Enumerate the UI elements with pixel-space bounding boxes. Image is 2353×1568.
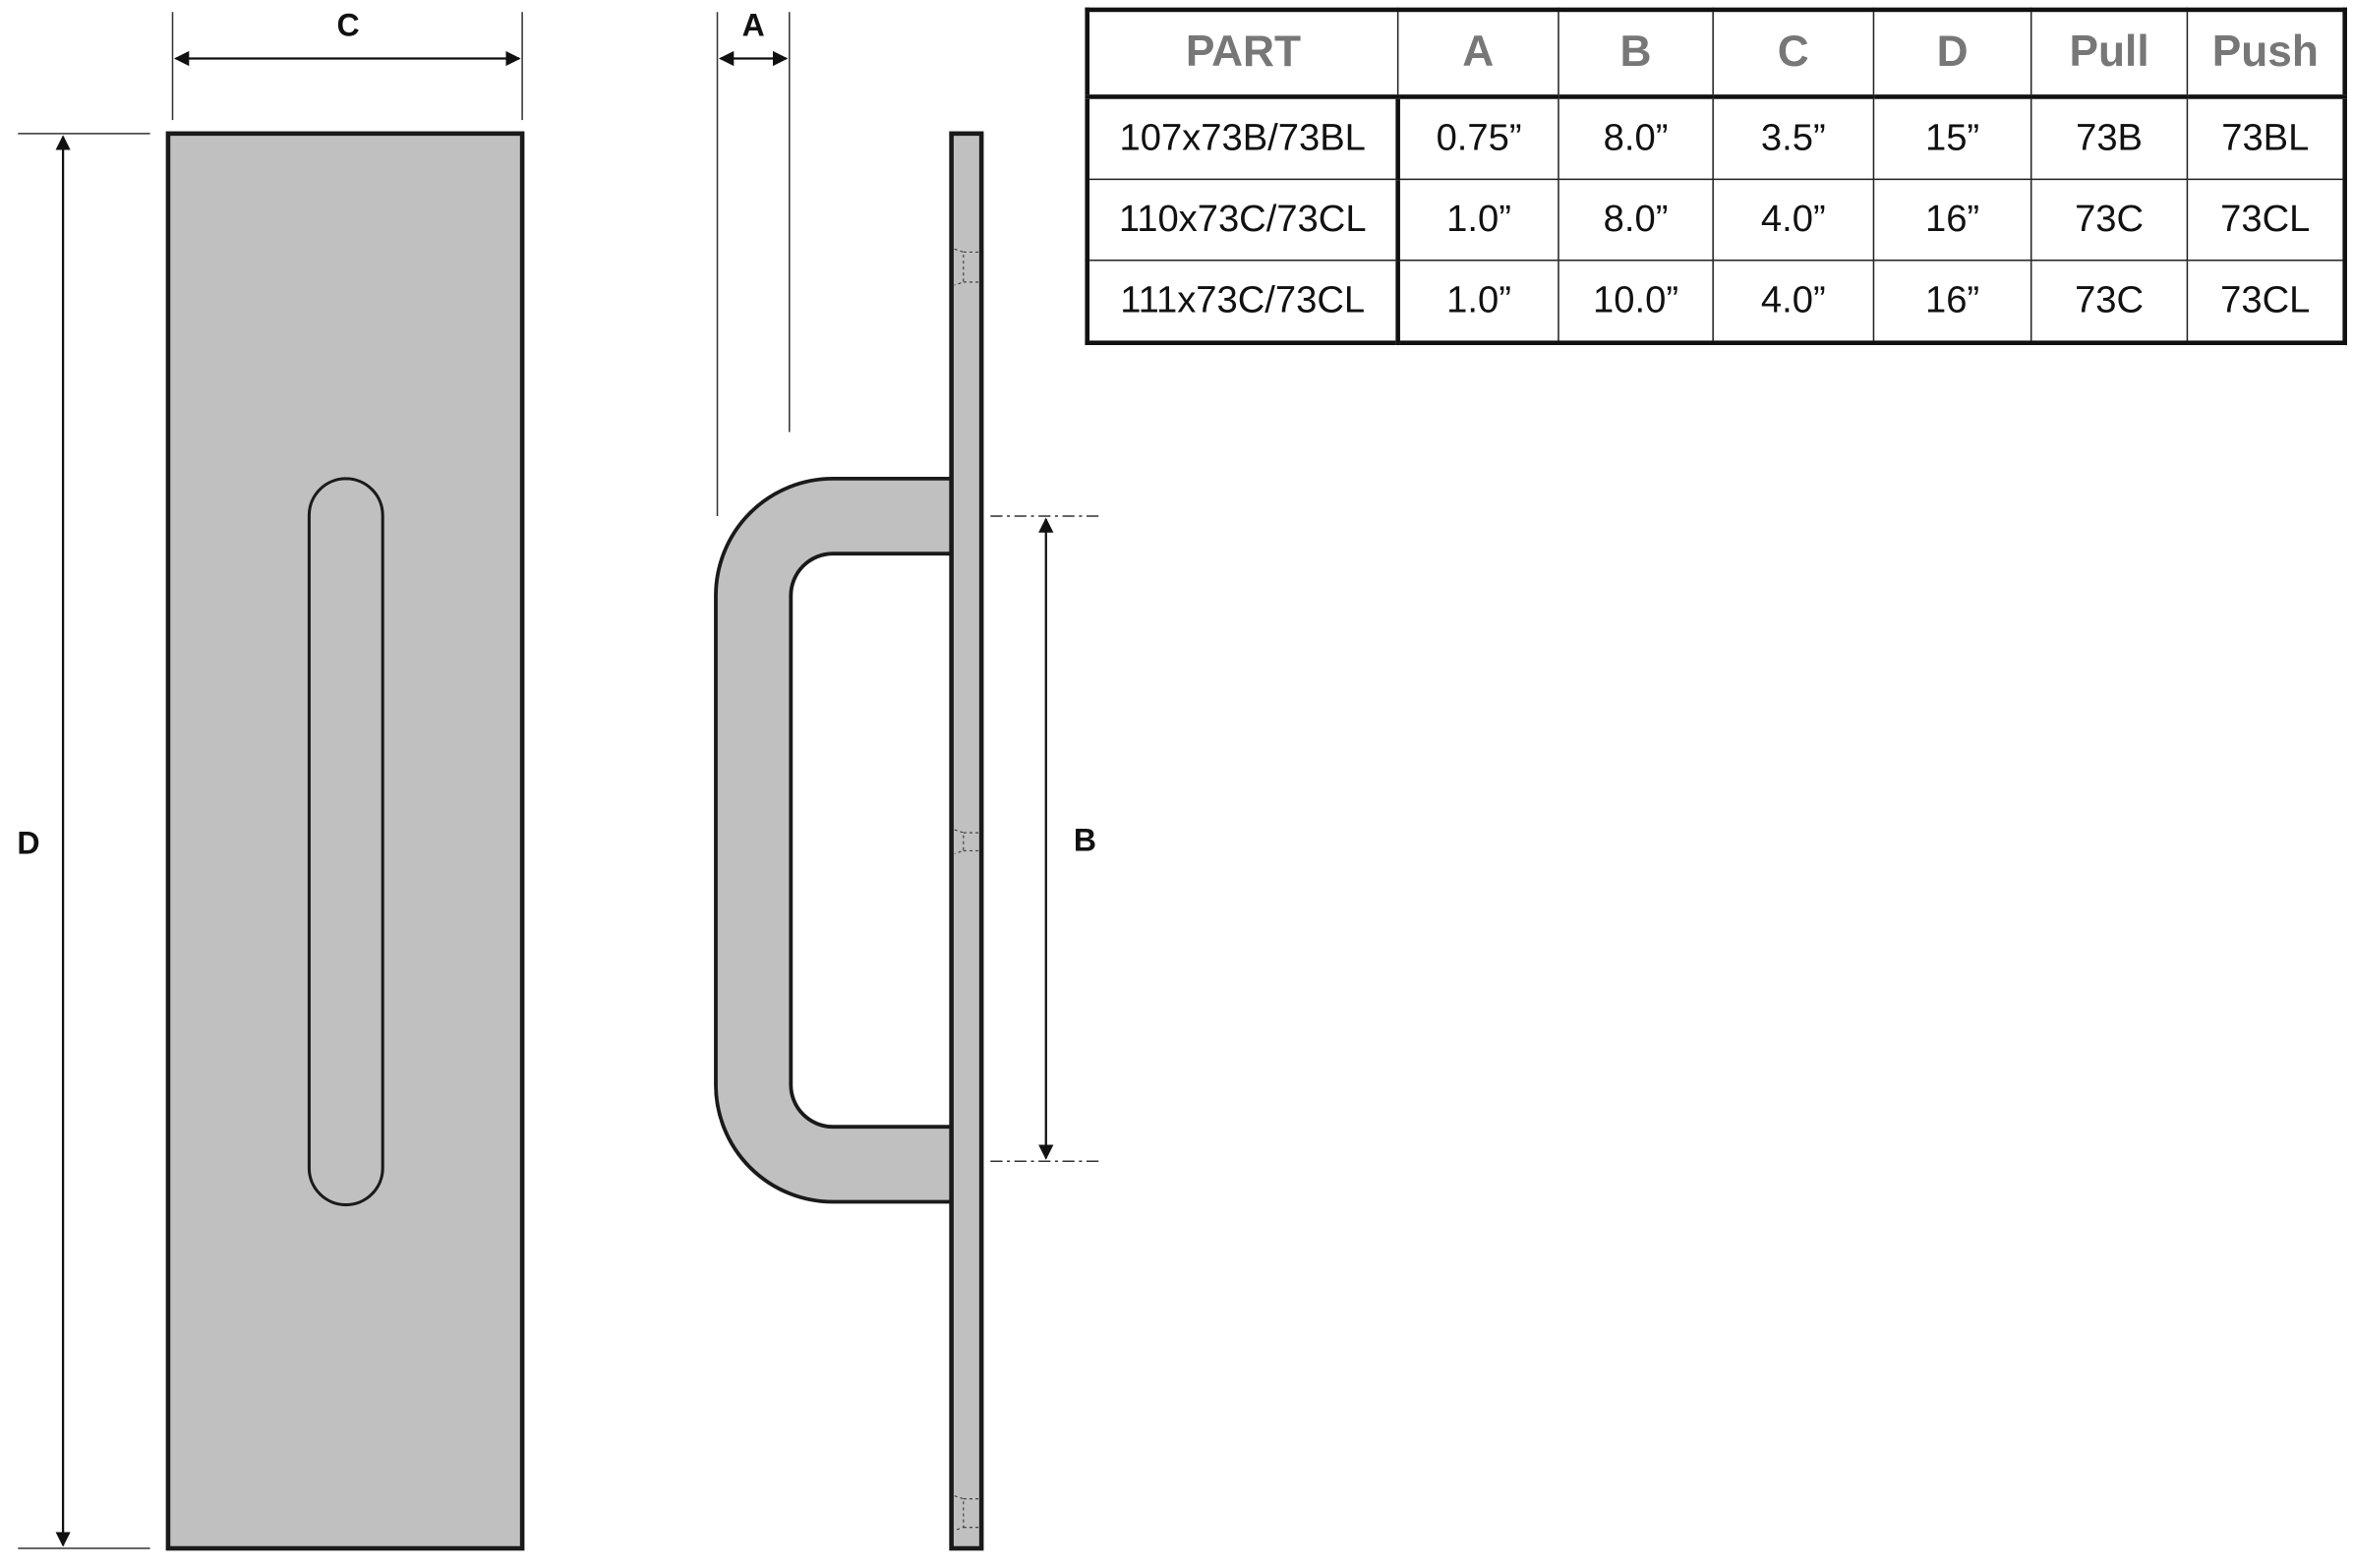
header-a: A [1396,9,1559,99]
screw-holes [954,248,980,1532]
header-b: B [1558,9,1714,99]
cell-part: 110x73C/73CL [1086,178,1400,261]
dimension-label-a: A [742,8,765,43]
cell-c: 4.0” [1712,260,1875,344]
cell-c: 4.0” [1712,178,1875,261]
cell-pull: 73B [2029,95,2189,181]
dimension-a: A [716,8,791,517]
cell-pull: 73C [2029,178,2189,261]
dimension-d: D [17,133,150,1549]
cell-push: 73CL [2186,178,2346,261]
cell-a: 0.75” [1396,95,1559,181]
table-header-row: PART A B C D Pull Push [1086,9,2346,99]
dimension-label-d: D [17,825,39,860]
cell-d: 16” [1872,178,2032,261]
front-view [165,131,525,1551]
cell-part: 107x73B/73BL [1086,95,1400,181]
cell-b: 10.0” [1558,260,1714,344]
table-row: 110x73C/73CL 1.0” 8.0” 4.0” 16” 73C 73CL [1086,178,2346,261]
cell-d: 16” [1872,260,2032,344]
dimension-label-c: C [337,8,360,43]
cell-c: 3.5” [1712,95,1875,181]
dimension-b: B [990,515,1102,1163]
dimension-label-b: B [1074,822,1096,857]
table-row: 111x73C/73CL 1.0” 10.0” 4.0” 16” 73C 73C… [1086,260,2346,344]
handle-slot [307,477,384,1207]
cell-pull: 73C [2029,260,2189,344]
header-c: C [1712,9,1875,99]
header-pull: Pull [2029,9,2189,99]
parts-table: PART A B C D Pull Push 107x73B/73BL 0.75… [1085,7,2347,346]
cell-push: 73CL [2186,260,2346,344]
plate-edge [949,131,984,1551]
cell-a: 1.0” [1396,260,1559,344]
pull-handle [714,476,954,1204]
cell-push: 73BL [2186,95,2346,181]
cell-part: 111x73C/73CL [1086,260,1400,344]
cell-b: 8.0” [1558,178,1714,261]
header-d: D [1872,9,2032,99]
side-view [714,131,984,1551]
table-row: 107x73B/73BL 0.75” 8.0” 3.5” 15” 73B 73B… [1086,95,2346,181]
header-push: Push [2186,9,2346,99]
cell-b: 8.0” [1558,95,1714,181]
header-part: PART [1086,9,1399,99]
cell-a: 1.0” [1396,178,1559,261]
cell-d: 15” [1872,95,2032,181]
dimension-c: C [171,8,523,121]
